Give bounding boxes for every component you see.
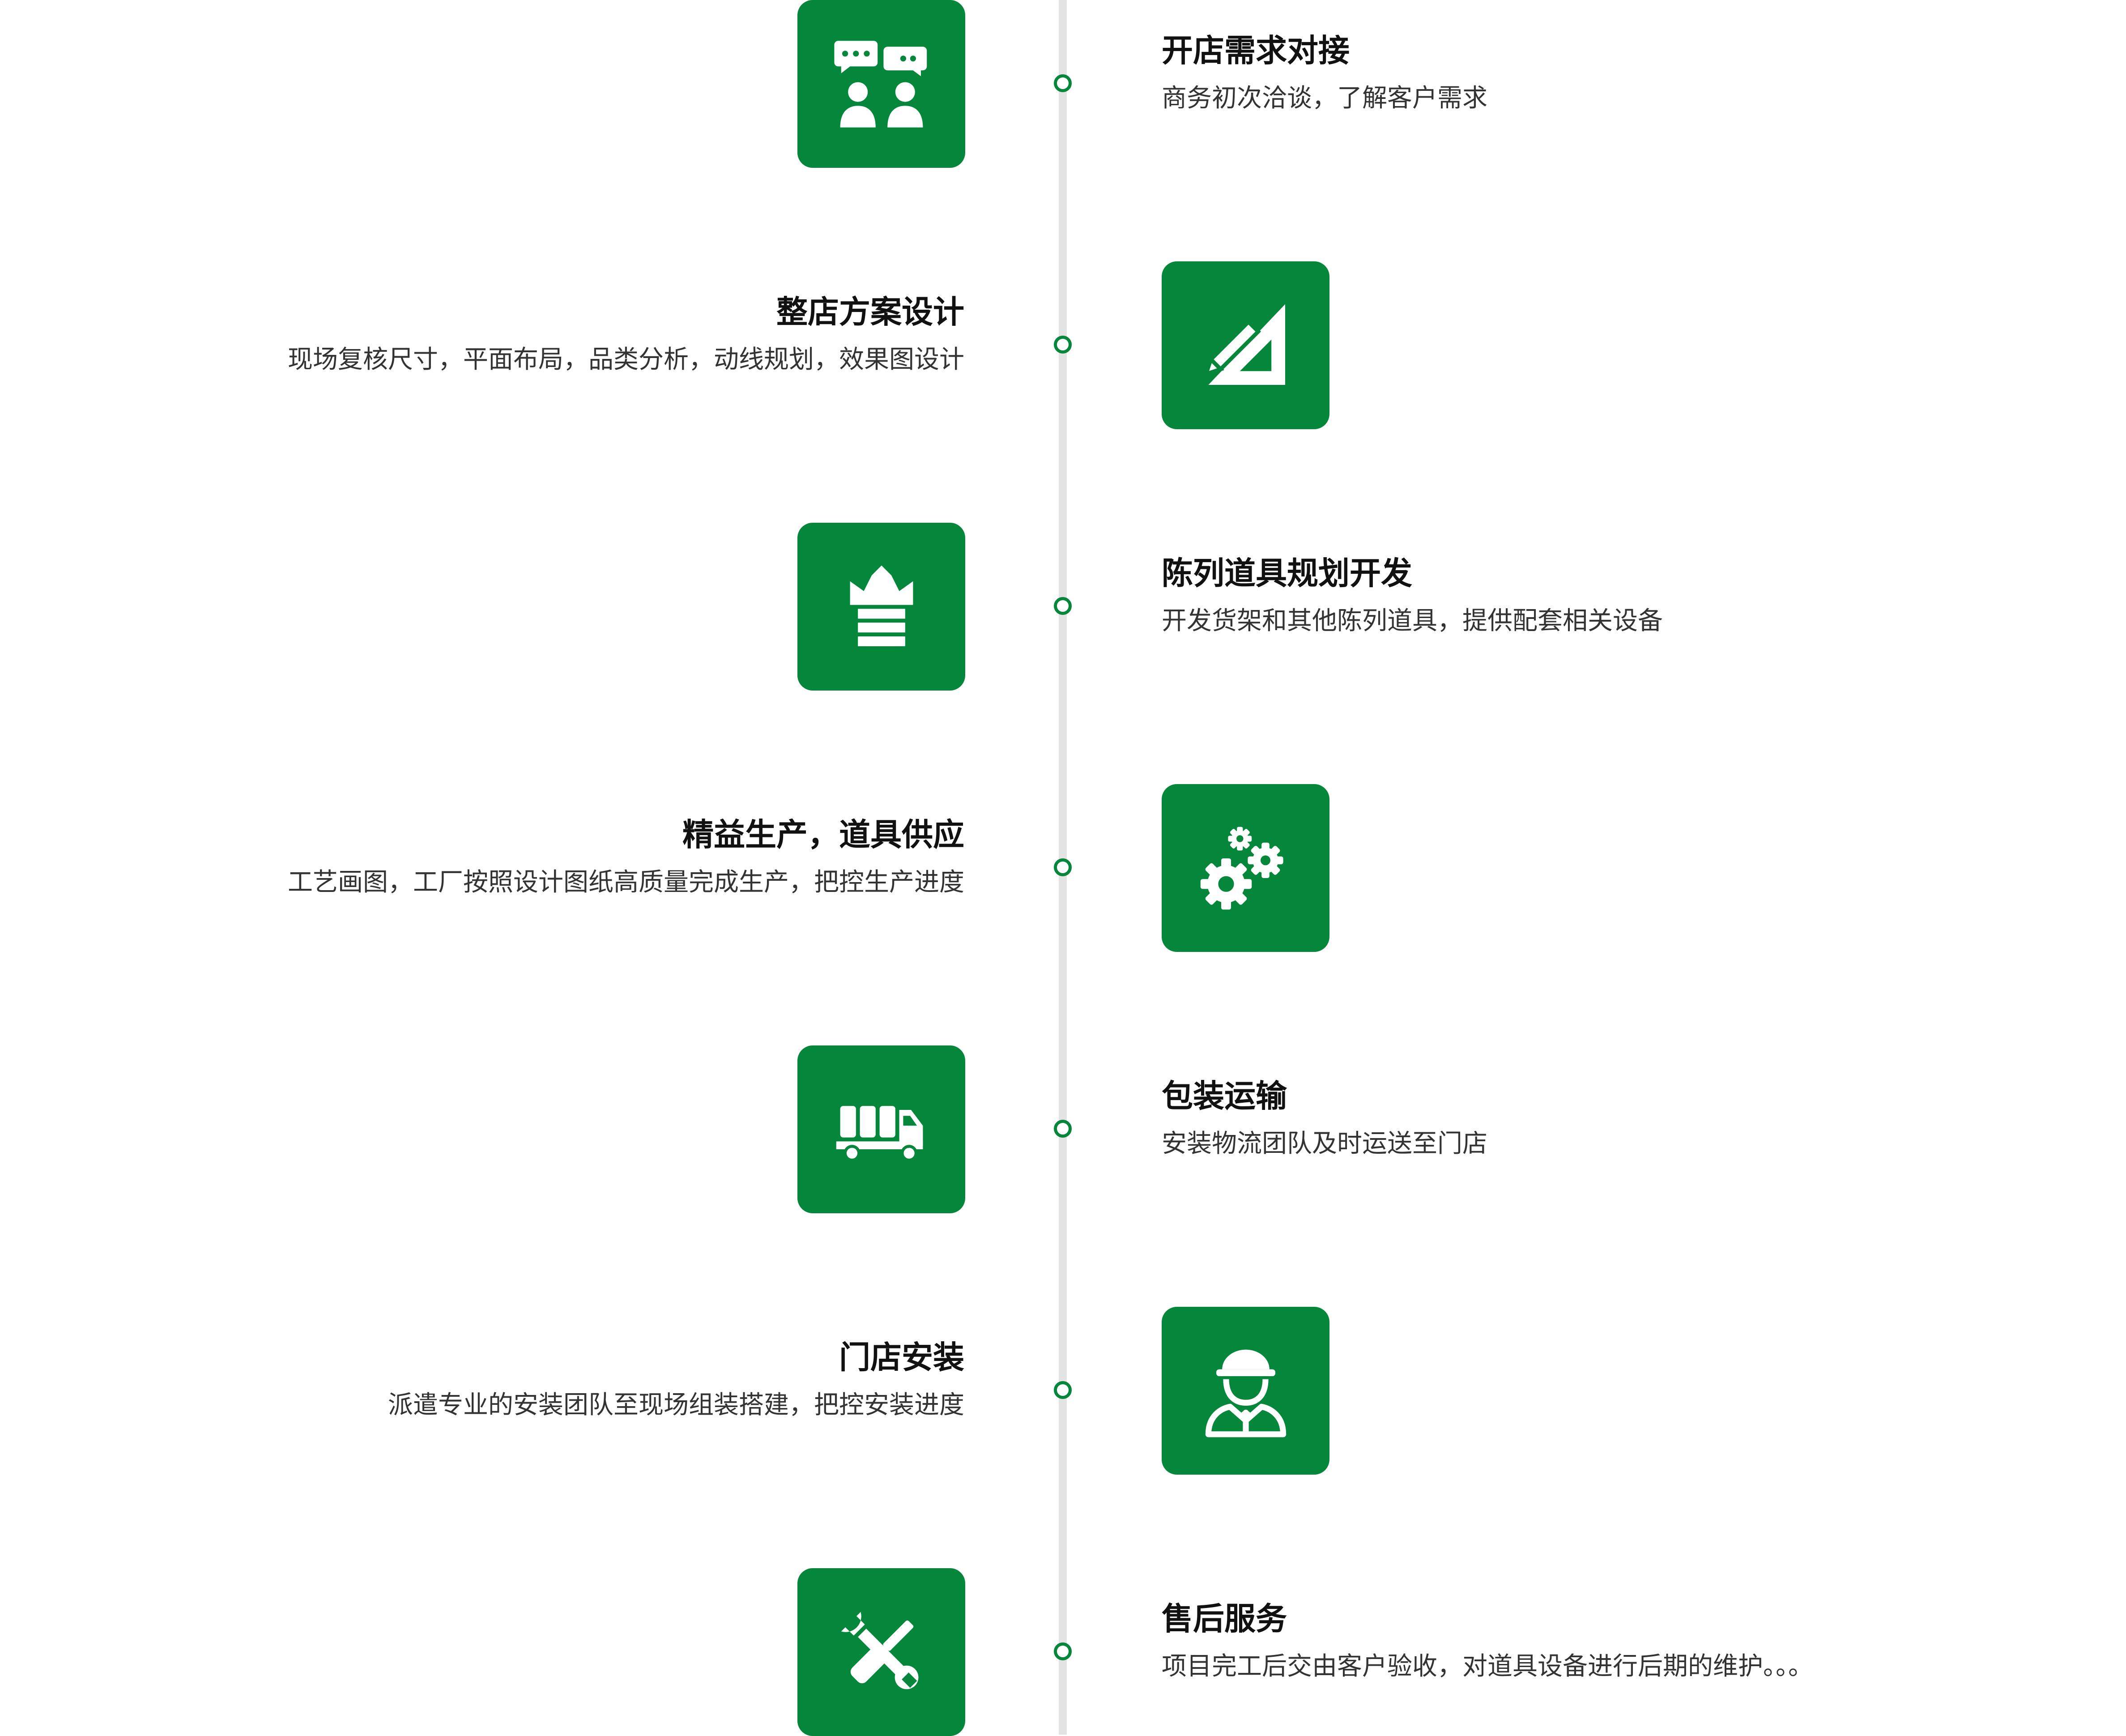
step-title: 包装运输 <box>1162 1078 1287 1114</box>
timeline-step-6: 门店安装 派遣专业的安装团队至现场组装搭建，把控安装进度 <box>0 1307 2126 1475</box>
timeline-dot <box>1054 336 1072 354</box>
step-description: 派遣专业的安装团队至现场组装搭建，把控安装进度 <box>388 1391 964 1420</box>
step-title: 陈列道具规划开发 <box>1162 555 1412 592</box>
step-title: 售后服务 <box>1162 1600 1287 1637</box>
step-icon-box <box>1162 261 1329 429</box>
step-title: 门店安装 <box>839 1339 964 1376</box>
step-title: 整店方案设计 <box>776 294 964 330</box>
step-description: 项目完工后交由客户验收，对道具设备进行后期的维护。。。 <box>1162 1652 1813 1681</box>
delivery-truck-icon <box>836 1105 923 1161</box>
step-title: 精益生产，道具供应 <box>682 816 964 853</box>
timeline-step-4: 精益生产，道具供应 工艺画图，工厂按照设计图纸高质量完成生产，把控生产进度 <box>0 784 2126 952</box>
timeline-dot <box>1054 1381 1072 1399</box>
step-icon-box <box>797 1568 965 1736</box>
step-text: 包装运输 安装物流团队及时运送至门店 <box>1162 1076 2012 1162</box>
step-icon-box <box>1162 1307 1329 1475</box>
chat-people-icon <box>834 40 927 128</box>
timeline-dot <box>1054 1642 1072 1660</box>
step-description: 商务初次洽谈，了解客户需求 <box>1162 84 1487 113</box>
step-icon-box <box>797 1045 965 1213</box>
step-icon-box <box>797 523 965 691</box>
gears-icon <box>1200 827 1283 909</box>
design-ruler-pencil-icon <box>1202 304 1285 385</box>
step-text: 精益生产，道具供应 工艺画图，工厂按照设计图纸高质量完成生产，把控生产进度 <box>114 815 964 900</box>
timeline-step-1: 开店需求对接 商务初次洽谈，了解客户需求 <box>0 0 2126 168</box>
step-description: 工艺画图，工厂按照设计图纸高质量完成生产，把控生产进度 <box>288 868 964 897</box>
step-description: 安装物流团队及时运送至门店 <box>1162 1129 1487 1158</box>
step-icon-box <box>797 0 965 168</box>
step-text: 整店方案设计 现场复核尺寸，平面布局，品类分析，动线规划，效果图设计 <box>114 292 964 378</box>
wrench-screwdriver-icon <box>841 1612 918 1689</box>
timeline-step-2: 整店方案设计 现场复核尺寸，平面布局，品类分析，动线规划，效果图设计 <box>0 261 2126 429</box>
step-description: 开发货架和其他陈列道具，提供配套相关设备 <box>1162 606 1663 636</box>
step-icon-box <box>1162 784 1329 952</box>
timeline-dot <box>1054 1120 1072 1138</box>
timeline-step-7: 售后服务 项目完工后交由客户验收，对道具设备进行后期的维护。。。 <box>0 1568 2126 1736</box>
step-text: 开店需求对接 商务初次洽谈，了解客户需求 <box>1162 30 2012 116</box>
step-description: 现场复核尺寸，平面布局，品类分析，动线规划，效果图设计 <box>288 345 964 374</box>
timeline-dot <box>1054 74 1072 92</box>
step-title: 开店需求对接 <box>1162 32 1350 69</box>
timeline-dot <box>1054 597 1072 615</box>
timeline-dot <box>1054 858 1072 876</box>
potted-plant-icon <box>850 565 913 646</box>
timeline-step-3: 陈列道具规划开发 开发货架和其他陈列道具，提供配套相关设备 <box>0 523 2126 691</box>
timeline-step-5: 包装运输 安装物流团队及时运送至门店 <box>0 1045 2126 1213</box>
step-text: 门店安装 派遣专业的安装团队至现场组装搭建，把控安装进度 <box>114 1337 964 1423</box>
worker-helmet-icon <box>1205 1349 1286 1437</box>
step-text: 陈列道具规划开发 开发货架和其他陈列道具，提供配套相关设备 <box>1162 553 2012 639</box>
step-text: 售后服务 项目完工后交由客户验收，对道具设备进行后期的维护。。。 <box>1162 1599 2012 1685</box>
